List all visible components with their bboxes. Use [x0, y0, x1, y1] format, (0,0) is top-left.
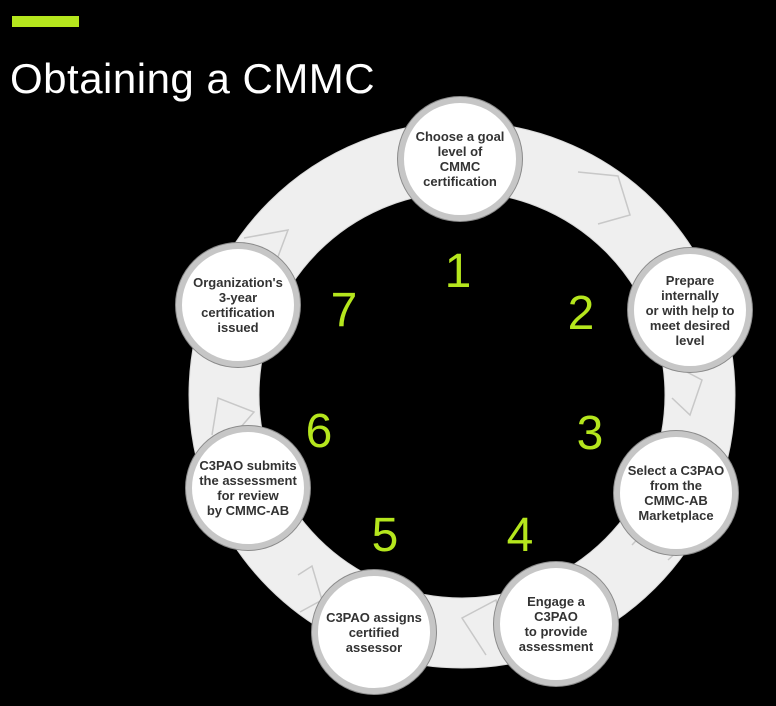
step-label-3: Select a C3PAO from the CMMC-AB Marketpl… — [627, 463, 725, 523]
arrow-chevron-6 — [211, 396, 256, 436]
step-node-3: Select a C3PAO from the CMMC-AB Marketpl… — [614, 431, 738, 555]
step-number-5: 5 — [371, 509, 399, 562]
step-label-1: Choose a goal level of CMMC certificatio… — [415, 129, 505, 189]
step-node-5: C3PAO assigns certified assessor — [312, 570, 436, 694]
page-title: Obtaining a CMMC — [10, 55, 376, 102]
step-number-7: 7 — [330, 284, 358, 337]
step-number-4: 4 — [506, 509, 534, 562]
step-label-7: Organization's 3-year certification issu… — [193, 275, 283, 335]
arrow-chevron-5 — [297, 564, 323, 613]
step-number-3: 3 — [576, 407, 604, 460]
ring-band — [189, 122, 735, 668]
step-label-5: C3PAO assigns certified assessor — [326, 609, 422, 655]
arrow-chevron-1 — [577, 171, 631, 225]
step-node-4: Engage a C3PAO to provide assessment — [494, 562, 618, 686]
step-node-6: C3PAO submits the assessment for review … — [186, 426, 310, 550]
step-label-6: C3PAO submits the assessment for review … — [199, 458, 297, 518]
step-number-6: 6 — [305, 405, 333, 458]
step-node-2: Prepare internally or with help to meet … — [628, 248, 752, 372]
step-number-2: 2 — [567, 287, 595, 340]
step-label-2: Prepare internally or with help to meet … — [645, 272, 735, 348]
step-number-1: 1 — [444, 245, 472, 298]
step-node-7: Organization's 3-year certification issu… — [176, 243, 300, 367]
step-label-4: Engage a C3PAO to provide assessment — [518, 594, 594, 654]
accent-bar — [12, 16, 79, 27]
step-node-1: Choose a goal level of CMMC certificatio… — [398, 97, 522, 221]
